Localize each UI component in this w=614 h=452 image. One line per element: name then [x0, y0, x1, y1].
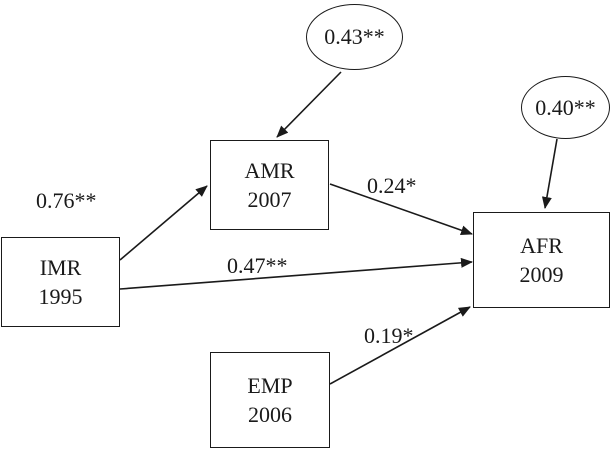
- arrow-residual-to-amr: [276, 71, 342, 138]
- node-afr: AFR 2009: [473, 212, 610, 308]
- arrow-emp-to-afr: [329, 306, 471, 385]
- node-amr-year: 2007: [247, 187, 292, 212]
- node-emp-label: EMP: [247, 373, 293, 398]
- residual-amr-value: 0.43**: [324, 24, 385, 49]
- coef-emp-to-afr: 0.19*: [364, 323, 414, 348]
- node-imr-year: 1995: [38, 284, 83, 309]
- node-imr: IMR 1995: [1, 237, 120, 327]
- node-amr-label: AMR: [244, 158, 295, 183]
- node-imr-label: IMR: [39, 255, 82, 280]
- arrow-amr-to-afr: [329, 183, 473, 236]
- node-afr-year: 2009: [519, 262, 564, 287]
- coef-imr-to-amr: 0.76**: [36, 188, 97, 213]
- coef-amr-to-afr: 0.24*: [367, 173, 417, 198]
- node-emp: EMP 2006: [210, 352, 330, 448]
- node-emp-year: 2006: [248, 402, 292, 427]
- arrow-residual-to-afr: [541, 138, 558, 209]
- arrow-imr-to-amr: [119, 185, 208, 261]
- residual-afr-ellipse: 0.40**: [521, 76, 610, 139]
- node-amr: AMR 2007: [210, 140, 329, 230]
- coef-imr-to-afr: 0.47**: [227, 253, 288, 278]
- residual-afr-value: 0.40**: [535, 94, 596, 120]
- arrow-imr-to-afr: [119, 257, 473, 290]
- residual-amr-ellipse: 0.43**: [306, 4, 403, 70]
- node-afr-label: AFR: [520, 233, 563, 258]
